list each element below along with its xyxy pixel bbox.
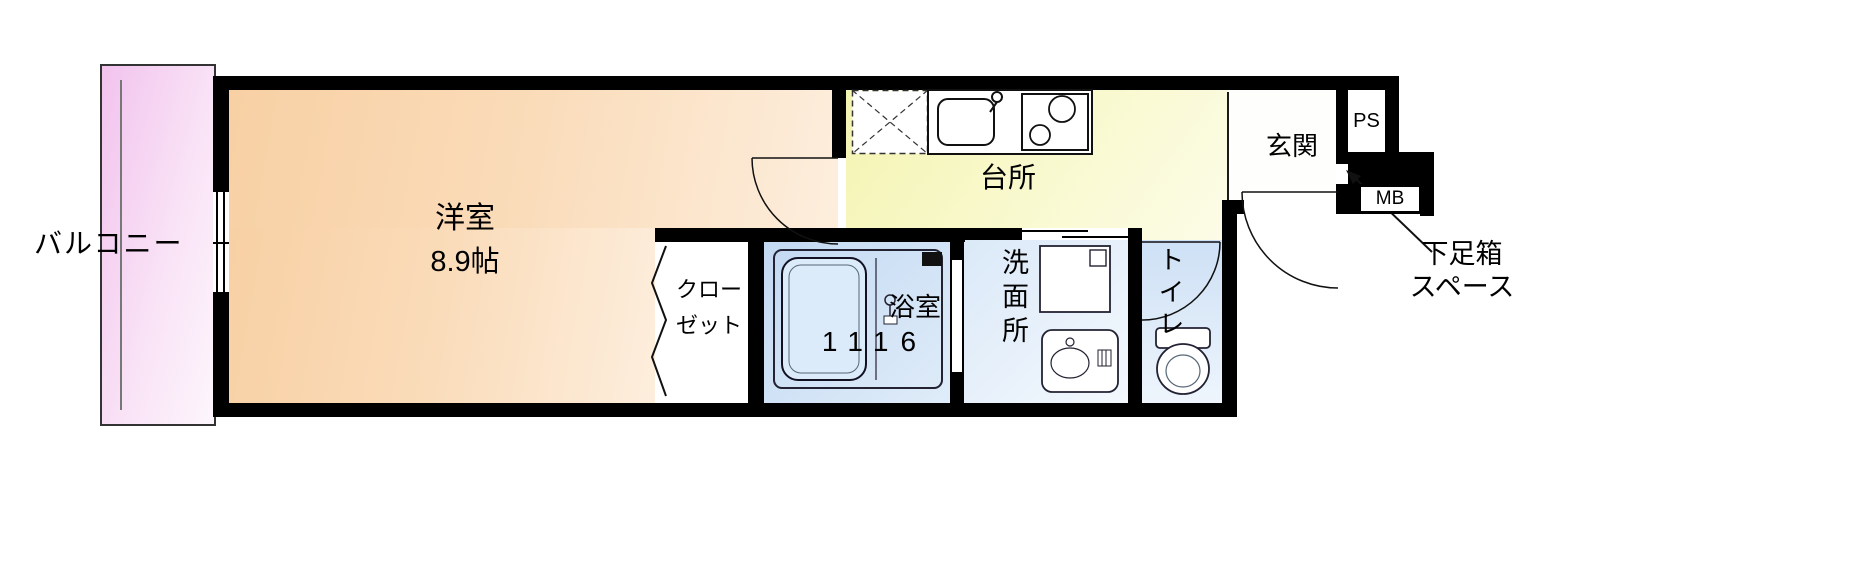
bath-counter-icon	[922, 252, 942, 266]
meter-box: MB	[1358, 184, 1422, 214]
wall-closet-bath-divider	[748, 228, 764, 403]
wall-bottom	[213, 403, 1237, 417]
toilet-fixture-icon	[1155, 327, 1211, 395]
balcony-area	[100, 64, 216, 426]
closet-folding-door-icon	[650, 245, 668, 397]
sliding-door-line	[1062, 236, 1128, 238]
kitchen-sink-icon	[937, 98, 995, 146]
balcony-window	[213, 190, 229, 294]
main-room-size-label: 8.9帖	[430, 246, 500, 278]
entrance-step-line	[1227, 92, 1229, 200]
wall-bathblock-top	[655, 228, 965, 242]
wall-top	[213, 76, 1399, 90]
window-sash-line	[213, 242, 229, 244]
bathtub-icon	[781, 257, 867, 381]
main-room-name-label: 洋室	[435, 202, 495, 235]
kitchen-label: 台所	[979, 162, 1036, 193]
toilet-label: トイレ	[1155, 246, 1185, 342]
kitchen-door-icon	[751, 157, 839, 245]
kitchen-stove-icon	[1021, 93, 1089, 151]
main-room-area-lower	[229, 228, 655, 403]
wall-ps-left	[1336, 76, 1348, 164]
washroom-sliding-door	[1022, 228, 1128, 240]
balcony-label: バルコニー	[34, 228, 184, 259]
shoebox-label-line1: 下足箱	[1421, 239, 1503, 269]
wall-washroom-toilet-divider	[1128, 228, 1142, 403]
washing-machine-pan-icon	[1039, 245, 1111, 313]
balcony-inner-line	[120, 80, 122, 410]
wall-right-upper	[1385, 76, 1399, 166]
bath-name-label: 浴室	[888, 292, 941, 322]
refrigerator-space-icon	[851, 89, 929, 155]
bath-size-label: 1116	[821, 326, 929, 357]
toilet-door-icon	[1141, 241, 1221, 321]
wall-right-stub	[1420, 152, 1434, 216]
washroom-label: 洗面所	[998, 248, 1028, 350]
wall-mb-left	[1336, 184, 1360, 214]
wall-under-ps	[1348, 152, 1434, 186]
vanity-sink-icon	[1041, 329, 1119, 393]
main-room-area-upper	[229, 90, 838, 228]
mb-label: MB	[1375, 188, 1405, 209]
entrance-label: 玄関	[1265, 131, 1318, 161]
wall-toilet-right	[1222, 200, 1237, 403]
closet-label: クロー ゼット	[670, 272, 748, 344]
closet-label-line1: クロー	[675, 277, 742, 302]
entrance-area	[1228, 90, 1336, 200]
closet-label-line2: ゼット	[675, 313, 742, 338]
ps-label: PS	[1353, 110, 1380, 132]
bath-door	[950, 260, 964, 372]
kitchen-faucet-icon	[991, 91, 1003, 103]
wall-kitchen-stub	[832, 90, 846, 158]
shoebox-label: 下足箱 スペース	[1396, 238, 1528, 304]
kitchen-counter-icon	[927, 89, 1093, 155]
sliding-door-line	[1022, 230, 1088, 232]
wall-washroom-top-stub	[964, 228, 1022, 240]
shoebox-label-line2: スペース	[1409, 272, 1515, 302]
entrance-door-icon	[1241, 191, 1339, 289]
closet-area	[672, 242, 748, 403]
bath-unit-icon	[773, 249, 943, 389]
